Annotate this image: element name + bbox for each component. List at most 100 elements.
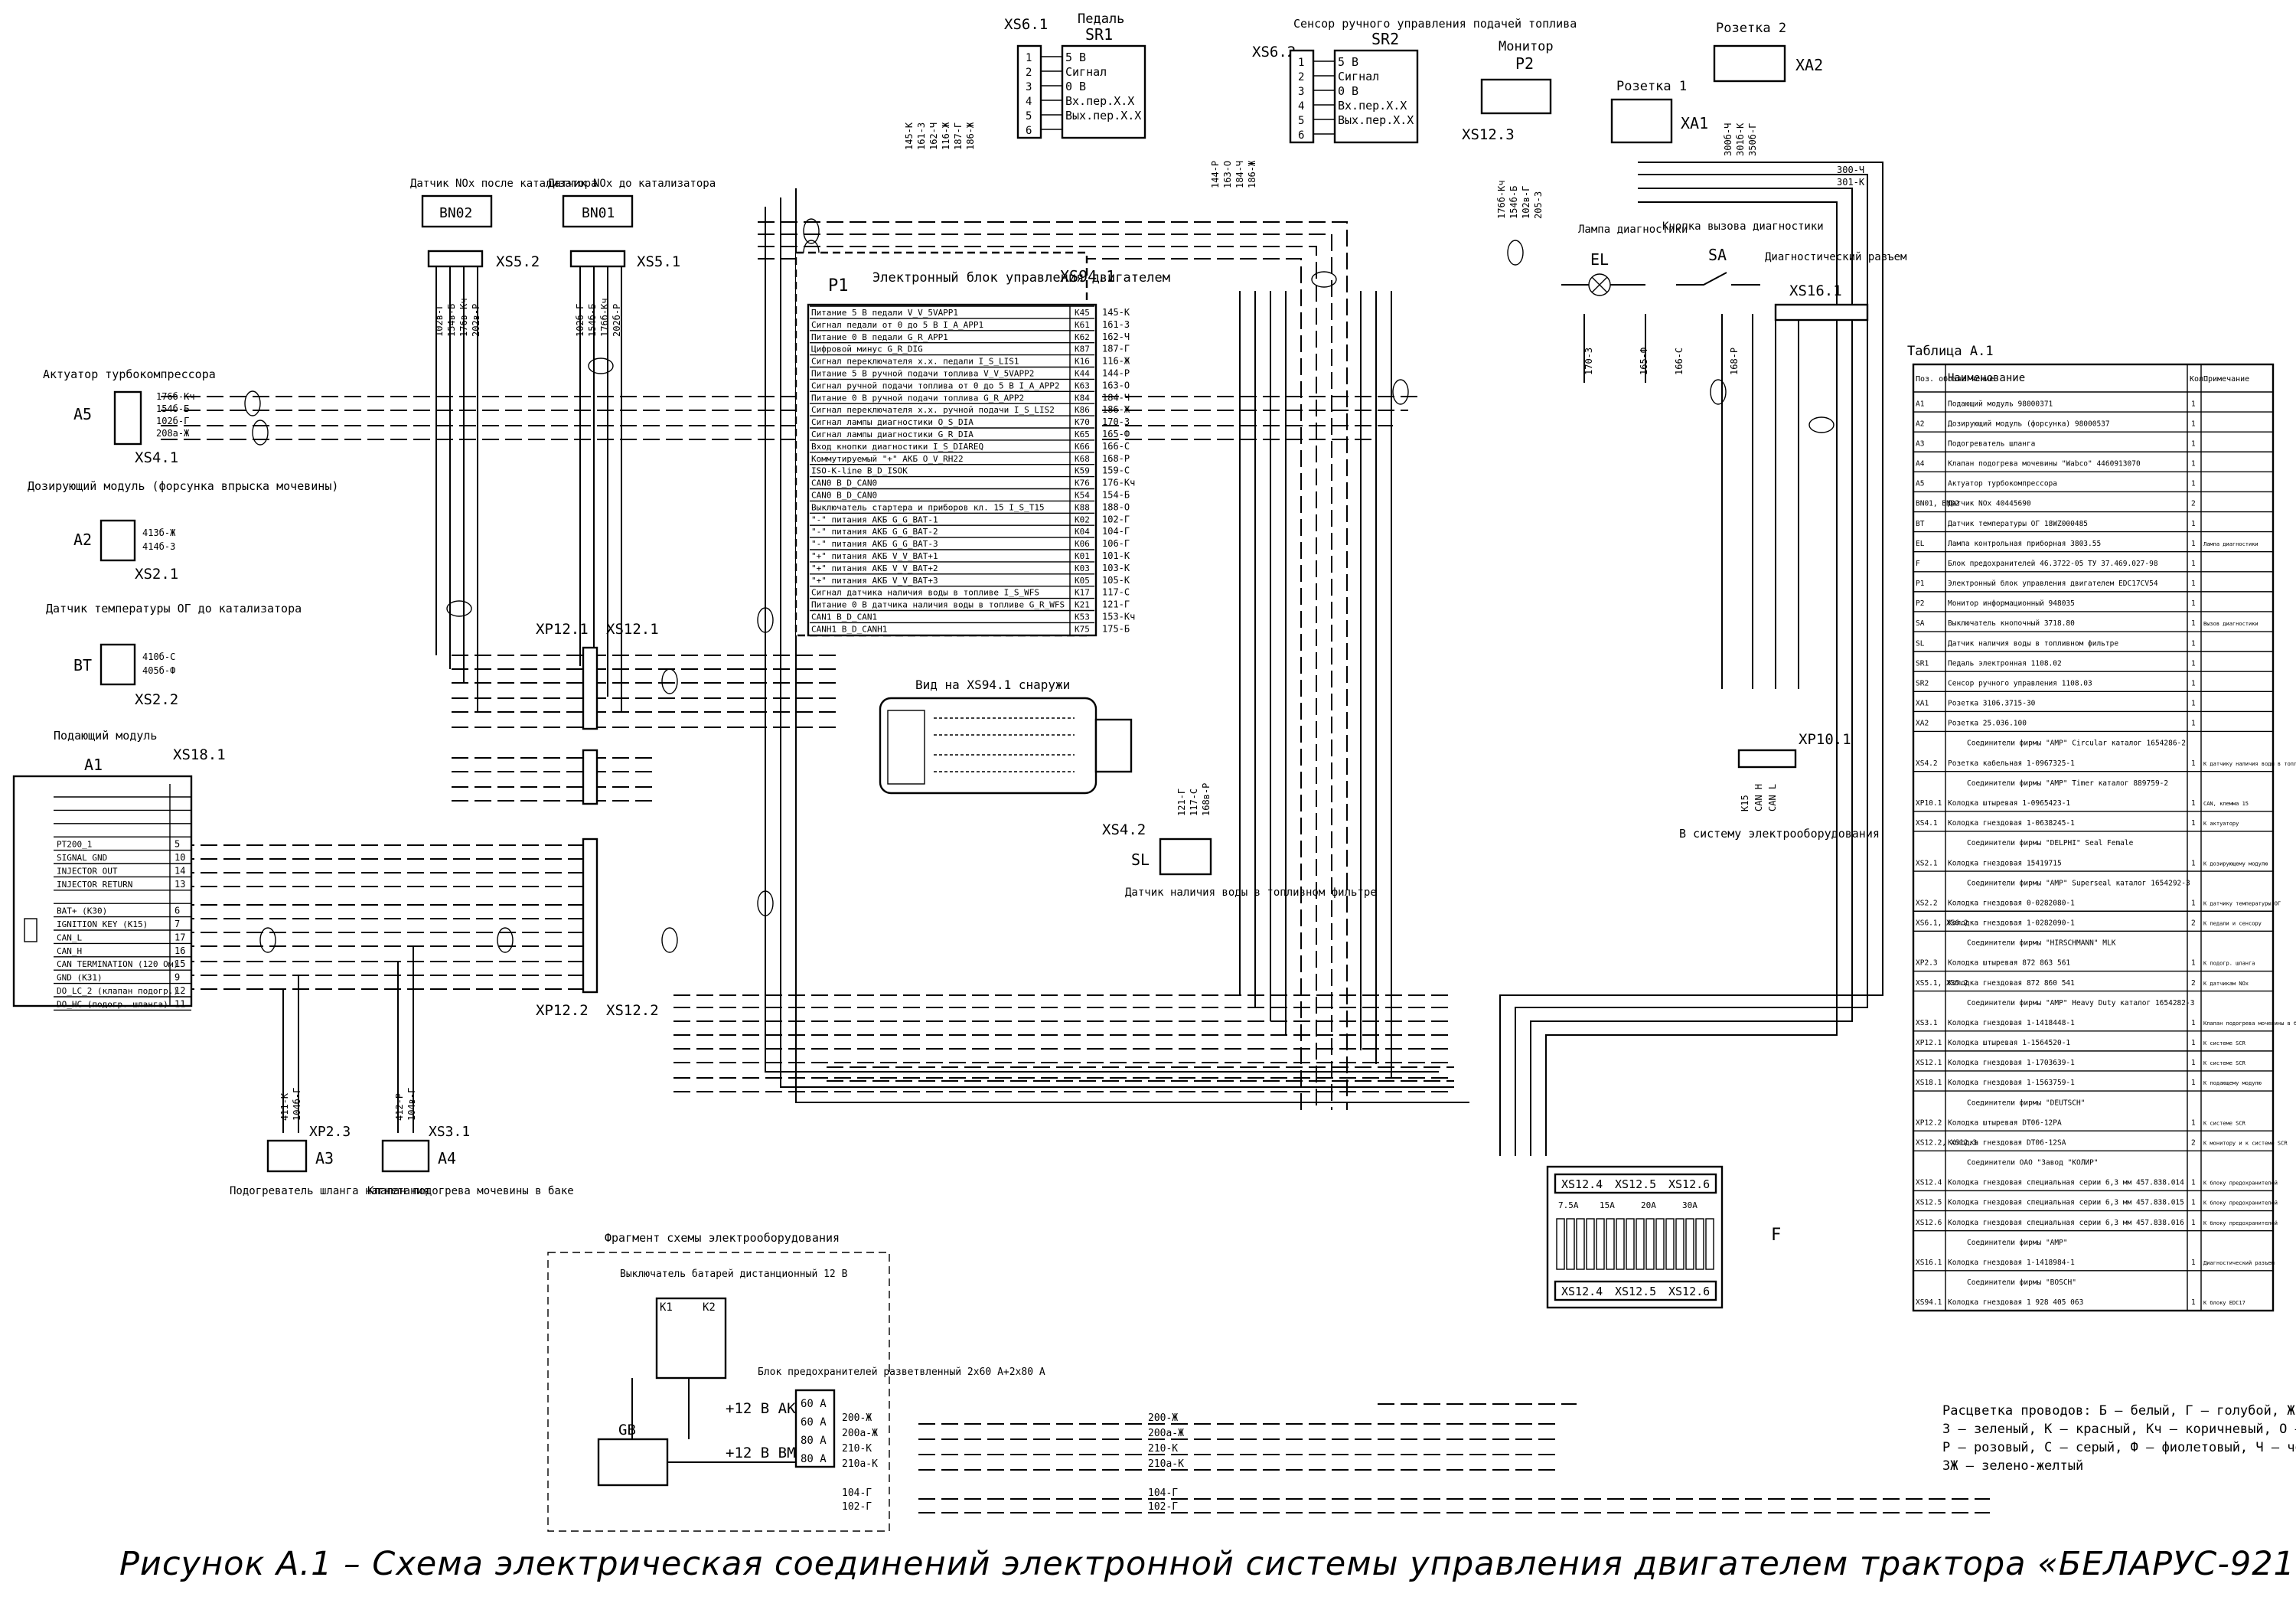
- supply-row-pin: 16: [174, 945, 185, 956]
- table-note: Лампа диагностики: [2203, 541, 2258, 547]
- ecu-row-label: Сигнал педали от 0 до 5 В I_A_APP1: [811, 320, 983, 330]
- wire-label: 104б-Г: [292, 1088, 302, 1121]
- ecu-row-wire: 188-О: [1102, 501, 1130, 512]
- table-note: К педали и сенсору: [2203, 921, 2262, 927]
- ecu-row-pin: K06: [1075, 539, 1090, 549]
- table-name: Колодка гнездовая 1-1703639-1: [1948, 1059, 2075, 1067]
- table-pos: F: [1916, 560, 1920, 568]
- table-note: К блоку предохранителей: [2203, 1180, 2278, 1187]
- supply-row-pin: 12: [174, 985, 185, 996]
- wire-label: 168в-Р: [1201, 783, 1212, 816]
- fuse-cell: [1566, 1218, 1575, 1270]
- wire-label: CAN L: [1767, 784, 1778, 811]
- table-qty: 1: [2191, 799, 2196, 808]
- ecu-row-wire: 161-З: [1102, 319, 1130, 330]
- diagnostic-area: Лампа диагностики EL Кнопка вызова диагн…: [1561, 220, 1907, 841]
- fuse-group-top: XS12.5: [1615, 1177, 1656, 1191]
- fuse-cell: [1645, 1218, 1655, 1270]
- signal-label: 0 В: [1065, 80, 1086, 93]
- nox-sensors: Датчик NOx после катализатора BN02 XS5.2…: [410, 178, 716, 270]
- ecu-row-wire: 153-Кч: [1102, 612, 1135, 622]
- ecu-row-wire: 162-Ч: [1102, 331, 1130, 342]
- table-qty: 1: [2191, 679, 2196, 687]
- heater-valve: A3 XP2.3 Подогреватель шланга нагнетания…: [230, 1124, 574, 1197]
- table-group-title: Соединители фирмы "AMP" Superseal катало…: [1967, 879, 2190, 887]
- table-name: Блок предохранителей 46.3722-05 ТУ 37.46…: [1948, 560, 2158, 568]
- table-qty: 1: [2191, 959, 2196, 968]
- wire-label: 301-К: [1837, 177, 1865, 188]
- fuse-rating: 30A: [1682, 1200, 1698, 1210]
- table-note: К дозирующему модулю: [2203, 860, 2268, 867]
- table-header: Кол.: [2190, 375, 2208, 384]
- ecu-row-pin: K75: [1075, 624, 1090, 634]
- ecu-row-wire: 159-С: [1102, 465, 1130, 476]
- dosing-connector: XS2.1: [135, 566, 178, 583]
- table-name: Колодка гнездовая специальная серии 6,3 …: [1948, 1179, 2184, 1187]
- fuse-group-top: XS12.6: [1668, 1177, 1710, 1191]
- supply-connector: XS18.1: [173, 746, 226, 763]
- xp10-ref: XP10.1: [1799, 731, 1851, 748]
- hand-sensor-connector: XS6.2: [1252, 44, 1296, 60]
- turbo-connector: XS4.1: [135, 449, 178, 466]
- connector-pin: 4: [1026, 96, 1032, 108]
- signal-label: Сигнал: [1338, 70, 1379, 83]
- fragment-wire: 200а-Ж: [842, 1428, 878, 1439]
- table-qty: 1: [2191, 560, 2196, 568]
- fragment-wire-mid: 200-Ж: [1148, 1412, 1178, 1424]
- ecu-row-label: CAN0 B_D_CAN0: [811, 478, 877, 488]
- fuse-cell: [1596, 1218, 1605, 1270]
- table-pos: XS2.1: [1916, 859, 1938, 867]
- table-group-title: Соединители ОАО "Завод "КОЛИР": [1967, 1159, 2099, 1167]
- ecu-connector: XS94.1: [1060, 267, 1115, 286]
- monitor-ref: P2: [1515, 54, 1534, 73]
- wire-label: 102в-Г: [434, 304, 445, 337]
- temp-connector: XS2.2: [135, 691, 178, 708]
- table-name: Колодка штыревая 872 863 561: [1948, 959, 2070, 968]
- supply-row-label: PT200_1: [57, 840, 92, 850]
- ecu-row-label: Питание 0 В ручной подачи топлива G_R_AP…: [811, 393, 1024, 403]
- fragment-vm: +12 В ВМ: [726, 1445, 796, 1461]
- ecu-row-wire: 102-Г: [1102, 514, 1130, 524]
- table-qty: 1: [2191, 599, 2196, 608]
- wire-label: 166-С: [1674, 348, 1684, 375]
- supply-row-pin: 14: [174, 865, 185, 876]
- socket2-label: Розетка 2: [1716, 21, 1786, 36]
- ecu-row-pin: K76: [1075, 478, 1090, 488]
- table-qty: 1: [2191, 439, 2196, 448]
- diag-label: Диагностический разъем: [1765, 251, 1907, 263]
- ecu-row-pin: K21: [1075, 600, 1090, 610]
- table-pos: SR2: [1916, 679, 1929, 687]
- supply-row-label: INJECTOR OUT: [57, 866, 118, 876]
- ecu-row-pin: K86: [1075, 405, 1090, 415]
- fragment-fuse: 80 A: [801, 1435, 827, 1447]
- ecu-row-label: "+" питания АКБ V_V_BAT+3: [811, 576, 938, 586]
- xp12-connectors: XP12.1 XS12.1 XP12.2 XS12.2: [536, 621, 659, 1019]
- ecu-row-pin: K70: [1075, 417, 1090, 427]
- table-pos: XS18.1: [1916, 1079, 1942, 1087]
- table-pos: XP2.3: [1916, 959, 1938, 968]
- ecu-row-label: Сигнал лампы диагностики G_R_DIA: [811, 429, 974, 439]
- nox-after-label: Датчик NOx после катализатора: [410, 178, 597, 190]
- heater-label: Подогреватель шланга нагнетания: [230, 1185, 429, 1197]
- wire-label: 102б-Г: [156, 416, 189, 426]
- xs94-view-title: Вид на XS94.1 снаружи: [915, 678, 1070, 692]
- legend-line-4: ЗЖ – зелено-желтый: [1942, 1458, 2083, 1474]
- nox-before-label: Датчик NOx до катализатора: [548, 178, 716, 190]
- table-pos: XS3.1: [1916, 1019, 1938, 1027]
- wire-label: 168-Р: [1729, 348, 1740, 375]
- wire-label: 116-Ж: [941, 122, 951, 150]
- wire-label: 102в-Г: [1521, 186, 1531, 219]
- table-note: Диагностический разъем: [2203, 1260, 2275, 1266]
- table-pos: XS12.1: [1916, 1059, 1942, 1067]
- fragment-fuse: 60 A: [801, 1416, 827, 1429]
- fuse-cell: [1695, 1218, 1704, 1270]
- table-name: Колодка гнездовая 1-1418448-1: [1948, 1019, 2075, 1027]
- wire-label: 414б-З: [142, 541, 175, 552]
- ecu-row-wire: 104-Г: [1102, 526, 1130, 537]
- ecu-row-wire: 163-О: [1102, 380, 1130, 390]
